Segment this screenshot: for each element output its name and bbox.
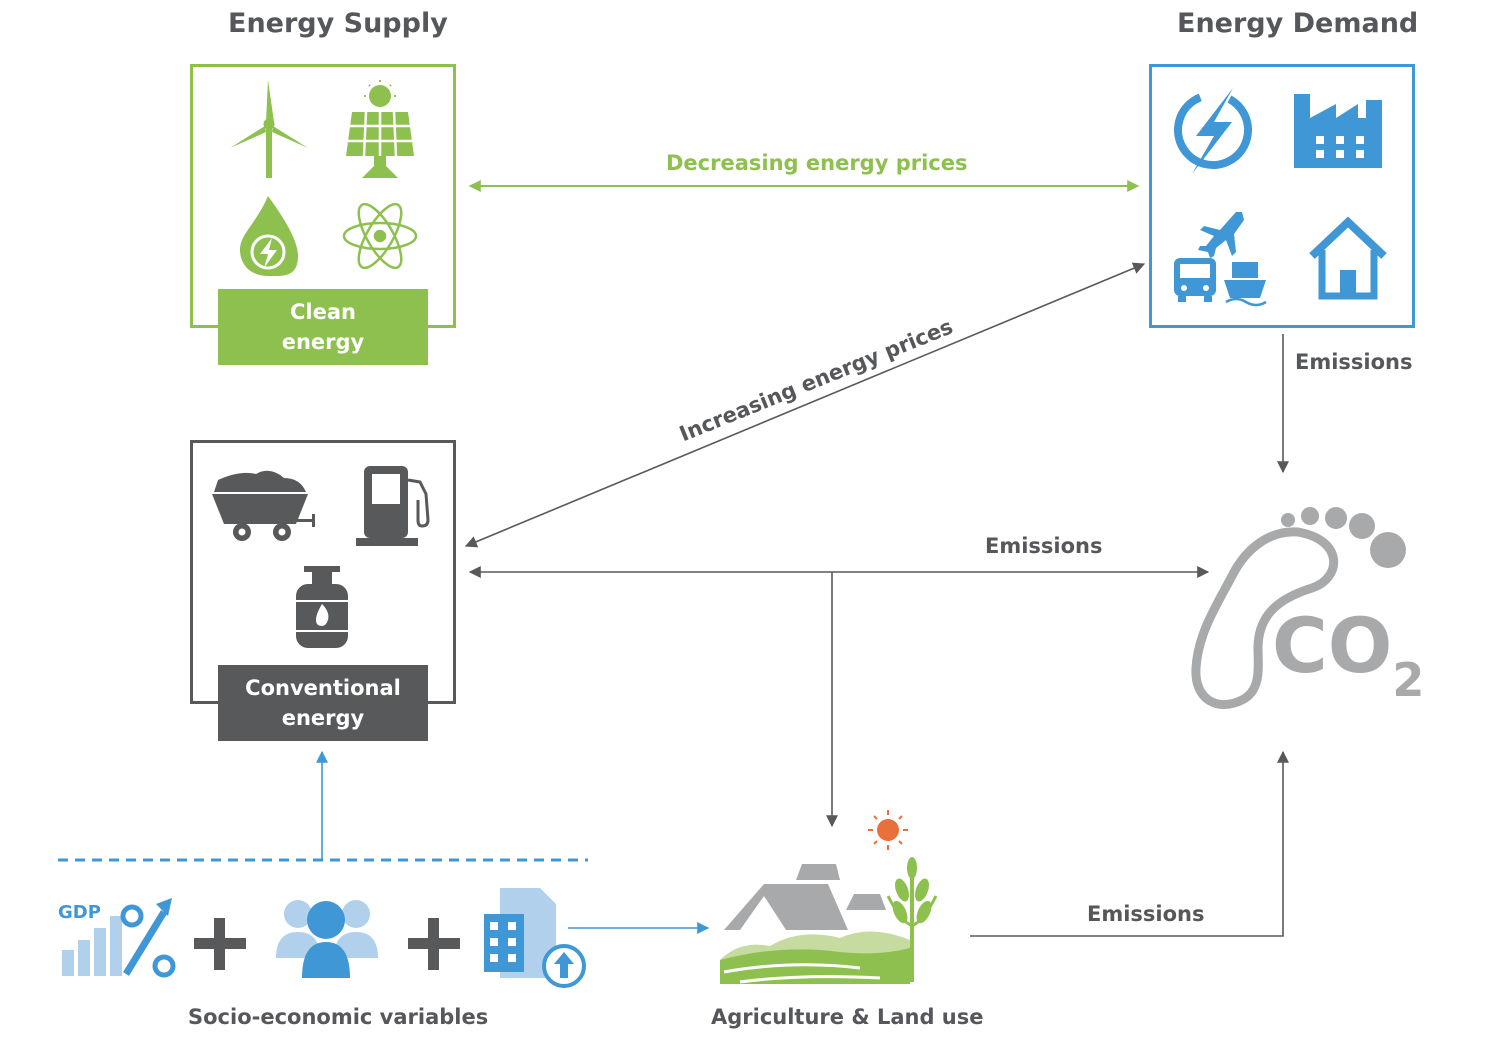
fuel-pump-icon bbox=[356, 466, 430, 546]
energy-supply-heading: Energy Supply bbox=[228, 8, 448, 39]
wind-turbine-icon bbox=[230, 80, 308, 178]
solar-panel-icon bbox=[346, 80, 414, 178]
factory-icon bbox=[1294, 94, 1382, 168]
transport-icon bbox=[1174, 212, 1267, 307]
gas-cylinder-icon bbox=[296, 566, 348, 648]
energy-demand-box bbox=[1149, 64, 1415, 328]
agriculture-emissions-arrow bbox=[970, 750, 1289, 937]
emissions-demand-label: Emissions bbox=[1295, 350, 1413, 374]
hydro-drop-icon bbox=[240, 196, 298, 277]
coal-cart-icon bbox=[212, 470, 315, 541]
electricity-icon bbox=[1174, 88, 1252, 174]
socio-economic-label: Socio-economic variables bbox=[188, 1005, 489, 1029]
population-icon bbox=[276, 900, 378, 978]
gdp-text: GDP bbox=[58, 902, 101, 923]
decreasing-prices-label: Decreasing energy prices bbox=[666, 151, 968, 175]
energy-demand-heading: Energy Demand bbox=[1177, 8, 1419, 39]
emissions-agriculture-label: Emissions bbox=[1087, 902, 1205, 926]
house-icon bbox=[1309, 216, 1387, 300]
building-growth-icon bbox=[484, 888, 586, 988]
co2-text: CO2 bbox=[1272, 601, 1425, 707]
nuclear-atom-icon bbox=[342, 202, 418, 270]
agriculture-label: Agriculture & Land use bbox=[711, 1005, 984, 1029]
gdp-growth-icon bbox=[62, 898, 176, 978]
agriculture-icon bbox=[720, 810, 938, 984]
increasing-prices-arrow bbox=[464, 262, 1146, 548]
co2-footprint-icon bbox=[1191, 507, 1406, 709]
plus-icon-2 bbox=[408, 918, 460, 970]
plus-icon-1 bbox=[194, 918, 246, 970]
